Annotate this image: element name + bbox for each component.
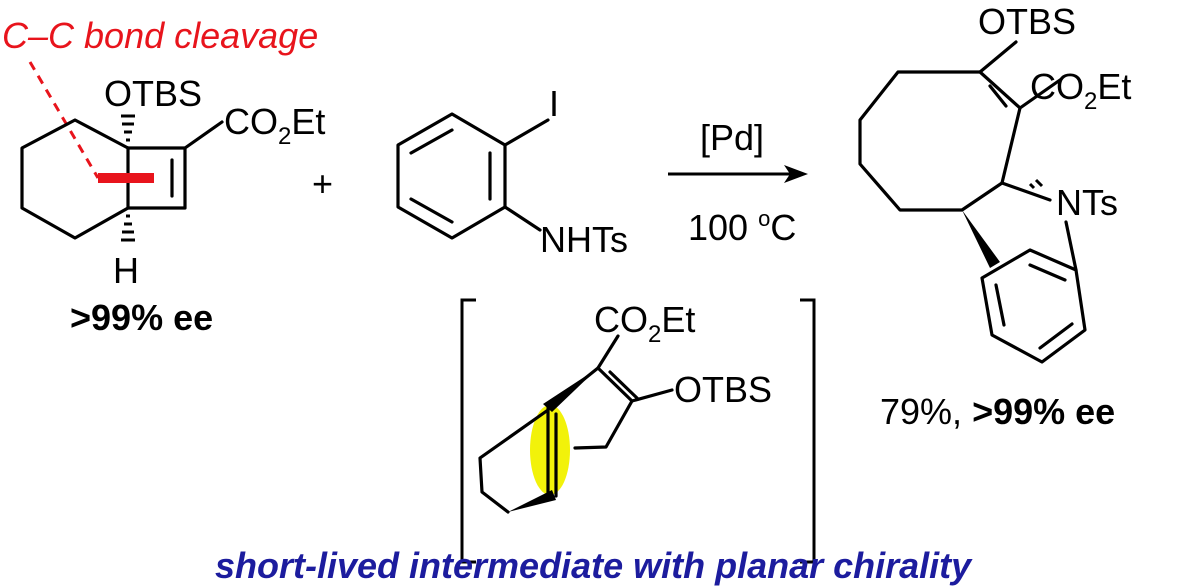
intermediate-bridge <box>478 408 550 514</box>
intermediate-otbs-label: OTBS <box>674 369 772 410</box>
product-ester-label: CO2Et <box>1030 66 1131 115</box>
c-n-bond <box>503 205 542 232</box>
arrow-head <box>784 165 808 183</box>
aryl-iodide-structure: I NHTs <box>396 83 628 260</box>
cyclooctene-double-bond <box>988 84 1008 108</box>
reactant-h-label: H <box>113 250 139 291</box>
product-bold-wedge <box>962 210 1000 268</box>
intermediate-bold-wedge-bottom <box>508 490 556 512</box>
ester-bond <box>183 120 224 150</box>
plus-sign: + <box>312 163 333 204</box>
cc-cleavage-annotation: C–C bond cleavage <box>2 15 318 56</box>
h-hashed-wedge <box>121 214 135 242</box>
cyclooctene-ring <box>858 70 1022 212</box>
cyclohexane-ring <box>20 118 130 240</box>
left-bracket <box>460 298 476 564</box>
product-benzene-ring <box>980 248 1087 364</box>
reactant-ester-label: CO2Et <box>224 101 325 150</box>
intermediate-bold-wedge-top <box>543 368 598 412</box>
product-nts-label: NTs <box>1056 182 1118 223</box>
reaction-arrow: [Pd] 100 oC <box>668 117 808 248</box>
intermediate-ester-label: CO2Et <box>594 299 695 348</box>
cyclobutene-ring <box>126 146 187 210</box>
intermediate-structure: CO2Et OTBS <box>460 298 816 564</box>
intermediate-caption: short-lived intermediate with planar chi… <box>215 545 973 586</box>
nhts-label: NHTs <box>540 219 628 260</box>
c-i-bond <box>503 118 550 147</box>
iodine-label: I <box>549 83 559 124</box>
cleavage-dashed-line <box>28 61 100 179</box>
otbs-hashed-wedge <box>121 114 135 142</box>
reactant-otbs-label: OTBS <box>104 73 202 114</box>
right-bracket <box>800 298 816 564</box>
cyclopentene-double-bond <box>608 370 640 401</box>
catalyst-label: [Pd] <box>700 117 764 158</box>
reactant-structure: C–C bond cleavage OTBS CO2Et H >9 <box>2 15 325 338</box>
product-otbs-label: OTBS <box>978 1 1076 42</box>
alkene-highlight <box>530 405 570 495</box>
reactant-ee: >99% ee <box>70 297 213 338</box>
product-structure: OTBS CO2Et NTs 79%, >99% ee <box>858 1 1131 432</box>
temperature-label: 100 oC <box>688 206 796 248</box>
product-yield-ee: 79%, >99% ee <box>880 391 1115 432</box>
